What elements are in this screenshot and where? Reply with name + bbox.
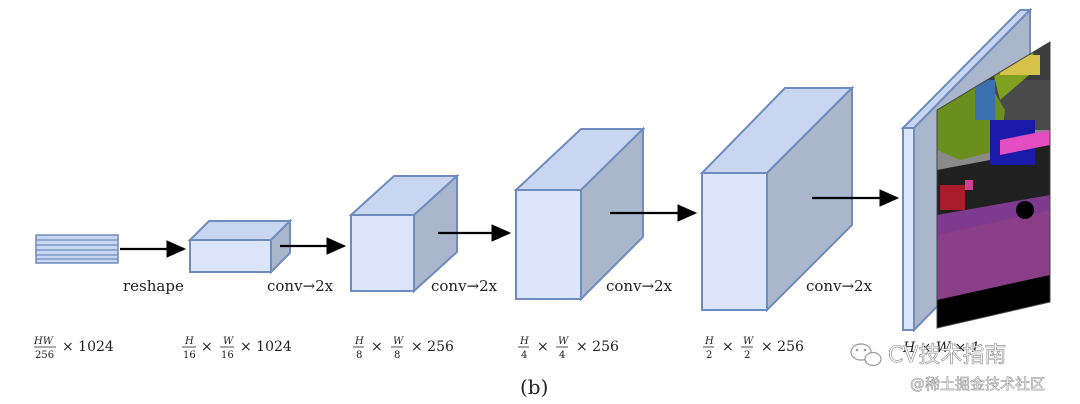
dim-label-5: H × W × 1 bbox=[902, 340, 980, 356]
feature-block-1 bbox=[187, 218, 293, 275]
dim-label-2: H 8 × W 8 × 256 bbox=[353, 336, 454, 361]
feature-block-4 bbox=[699, 85, 855, 313]
label-conv-3: conv→2x bbox=[606, 277, 673, 295]
svg-text:×: × bbox=[201, 339, 213, 355]
svg-text:2: 2 bbox=[744, 350, 750, 361]
svg-text:8: 8 bbox=[394, 350, 400, 361]
label-conv-4: conv→2x bbox=[806, 277, 873, 295]
svg-text:×: × bbox=[371, 339, 383, 355]
svg-text:× 256: × 256 bbox=[411, 339, 454, 355]
dim-label-1: H 16 × W 16 × 1024 bbox=[182, 336, 292, 361]
label-conv-1: conv→2x bbox=[267, 277, 334, 295]
svg-text:4: 4 bbox=[559, 350, 565, 361]
svg-text:×: × bbox=[537, 339, 549, 355]
dim-label-3: H 4 × W 4 × 256 bbox=[518, 336, 619, 361]
svg-text:W: W bbox=[393, 336, 404, 347]
svg-text:H: H bbox=[184, 336, 194, 347]
label-conv-2: conv→2x bbox=[431, 277, 498, 295]
label-reshape: reshape bbox=[123, 277, 184, 295]
svg-text:256: 256 bbox=[35, 350, 54, 361]
svg-text:H: H bbox=[519, 336, 529, 347]
svg-text:× 256: × 256 bbox=[576, 339, 619, 355]
svg-text:8: 8 bbox=[356, 350, 362, 361]
svg-text:H: H bbox=[354, 336, 364, 347]
svg-text:W: W bbox=[223, 336, 234, 347]
svg-text:16: 16 bbox=[183, 350, 196, 361]
figure-caption: (b) bbox=[520, 375, 548, 399]
dim-label-4: H 2 × W 2 × 256 bbox=[703, 336, 804, 361]
svg-text:W: W bbox=[558, 336, 569, 347]
watermark-subtitle: @稀土掘金技术社区 bbox=[910, 375, 1045, 393]
svg-text:16: 16 bbox=[221, 350, 234, 361]
wechat-logo-icon bbox=[850, 343, 882, 367]
dim-label-0: HW 256 × 1024 bbox=[33, 336, 114, 361]
svg-text:× 1024: × 1024 bbox=[240, 339, 292, 355]
svg-text:×: × bbox=[722, 339, 734, 355]
svg-text:W: W bbox=[743, 336, 754, 347]
svg-text:× 256: × 256 bbox=[761, 339, 804, 355]
watermark-title: CV技术指南 bbox=[888, 343, 1006, 368]
svg-text:× 1024: × 1024 bbox=[62, 339, 114, 355]
svg-text:H: H bbox=[704, 336, 714, 347]
watermark: CV技术指南 @稀土掘金技术社区 bbox=[850, 343, 1045, 393]
svg-text:2: 2 bbox=[706, 350, 712, 361]
feature-block-2 bbox=[348, 173, 460, 294]
svg-text:4: 4 bbox=[521, 350, 527, 361]
svg-text:HW: HW bbox=[33, 336, 54, 347]
token-stack bbox=[35, 234, 119, 264]
